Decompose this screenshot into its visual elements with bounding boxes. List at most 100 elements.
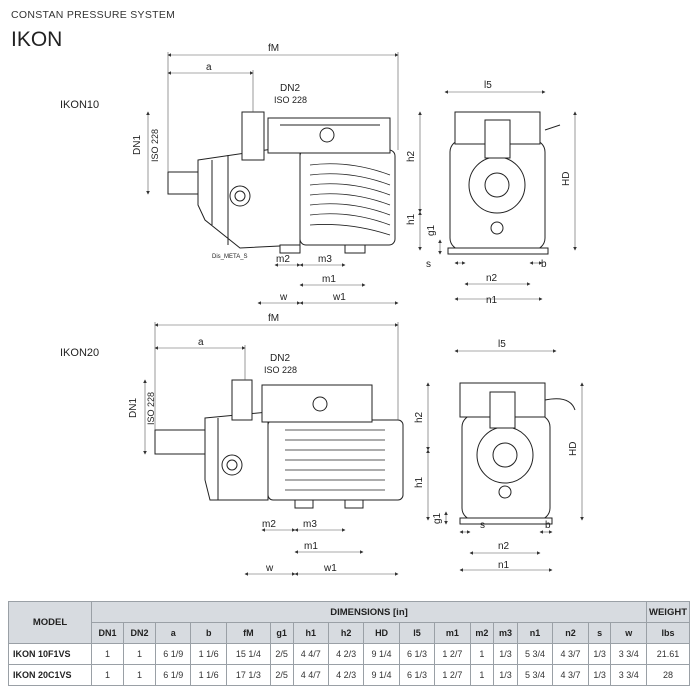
table-cell: 9 1/4 [363,643,400,665]
table-cell: 1 [469,664,495,686]
table-cell: 4 3/7 [552,643,589,665]
table-cell: 3 3/4 [610,643,647,665]
col-header: fM [225,622,271,644]
page-title: IKON [11,28,63,51]
dim-l5-bottom: l5 [498,339,506,350]
table-cell: 1 [469,643,495,665]
dim-DN1-iso-top: ISO 228 [150,129,160,162]
dim-DN2-iso-top: ISO 228 [274,95,307,105]
table-cell: 6 1/3 [398,643,436,665]
weight-unit-header: lbs [646,622,690,644]
col-header: w [610,622,647,644]
table-cell: 4 2/3 [327,664,365,686]
dim-n1-bottom: n1 [498,560,510,571]
dim-DN2-iso-bottom: ISO 228 [264,365,297,375]
dim-h2-bottom: h2 [414,411,425,423]
table-cell: 1 [123,643,157,665]
col-header: h1 [292,622,329,644]
dim-n2-bottom: n2 [498,541,510,552]
dim-fM-bottom: fM [268,313,279,324]
dim-m2-top: m2 [276,254,290,265]
model-header: MODEL [8,601,92,644]
col-header: DN1 [90,622,125,644]
dim-m2-bottom: m2 [262,519,276,530]
weight-cell: 21.61 [646,643,690,665]
ikon10-side-view [167,111,396,254]
table-cell: 1 2/7 [434,643,471,665]
dim-b-top: b [541,259,547,270]
dim-h1-bottom: h1 [414,476,425,488]
table-cell: 2/5 [269,664,294,686]
dim-DN1-top: DN1 [132,135,143,155]
dim-DN1-bottom: DN1 [128,398,139,418]
dim-w1-top: w1 [332,292,346,303]
dim-a-bottom: a [198,337,204,348]
table-cell: 4 4/7 [292,664,329,686]
col-header: l5 [398,622,436,644]
ikon20-front-view [459,382,576,525]
table-cell: 5 3/4 [516,664,554,686]
column-header-row: DN1 DN2 a b fM g1 h1 h2 HD l5 m1 m2 m3 n… [9,622,690,644]
table-cell: 1/3 [493,643,518,665]
table-cell: 17 1/3 [225,664,271,686]
col-header: h2 [327,622,365,644]
col-header: n2 [552,622,589,644]
dim-HD-top: HD [561,172,572,186]
dim-n2-top: n2 [486,273,498,284]
dim-fM-top: fM [268,43,279,54]
table-cell: 6 1/9 [155,643,192,665]
table-cell: 1 [123,664,157,686]
table-cell: 1 1/6 [190,664,227,686]
table-cell: 9 1/4 [363,664,400,686]
col-header: m1 [434,622,471,644]
col-header: a [155,622,192,644]
dim-l5-top: l5 [484,80,492,91]
weight-cell: 28 [646,664,690,686]
table-cell: 4 2/3 [327,643,365,665]
col-header: m3 [493,622,518,644]
table-cell: 1 [90,664,125,686]
ikon10-front-view [447,111,561,255]
dim-h2-top: h2 [406,150,417,162]
table-cell: 5 3/4 [516,643,554,665]
dim-w-bottom: w [265,563,274,574]
dim-n1-top: n1 [486,295,498,306]
dim-g1-bottom: g1 [432,512,443,524]
technical-drawing: IKON10 fM a DN2 ISO 228 DN1 ISO 228 l5 h… [60,43,584,576]
dim-DN2-bottom: DN2 [270,353,290,364]
dim-g1-top: g1 [426,224,437,236]
ikon10-model-label: IKON10 [60,99,99,111]
dim-m3-bottom: m3 [303,519,317,530]
dim-a-top: a [206,62,212,73]
table-row: IKON 20C1VS 1 1 6 1/9 1 1/6 17 1/3 2/5 4… [8,664,690,686]
table-cell: 1 [90,643,125,665]
table-cell: 3 3/4 [610,664,647,686]
table-cell: 1/3 [493,664,518,686]
dim-HD-bottom: HD [568,442,579,456]
table-cell: 1/3 [587,664,612,686]
dim-w1-bottom: w1 [323,563,337,574]
col-header: s [587,622,612,644]
ikon20-side-view [154,379,404,509]
col-header: g1 [269,622,294,644]
dim-b-bottom: b [545,520,551,531]
table-cell: 4 3/7 [552,664,589,686]
table-row: IKON 10F1VS 1 1 6 1/9 1 1/6 15 1/4 2/5 4… [8,643,690,665]
table-cell: 15 1/4 [225,643,271,665]
col-header: HD [363,622,400,644]
header-subtitle: CONSTAN PRESSURE SYSTEM [11,9,176,21]
table-cell: 6 1/9 [155,664,192,686]
table-cell: 2/5 [269,643,294,665]
weight-header: WEIGHT [646,601,690,623]
dimensions-header: DIMENSIONS [in] [91,601,647,623]
model-name: IKON 20C1VS [8,664,92,686]
table-cell: 6 1/3 [398,664,436,686]
dim-h1-top: h1 [406,213,417,225]
dim-m3-top: m3 [318,254,332,265]
ikon20-model-label: IKON20 [60,347,99,359]
table-cell: 1/3 [587,643,612,665]
table-cell: 4 4/7 [292,643,329,665]
model-name: IKON 10F1VS [8,643,92,665]
table-cell: 1 2/7 [434,664,471,686]
dim-m1-bottom: m1 [304,541,318,552]
